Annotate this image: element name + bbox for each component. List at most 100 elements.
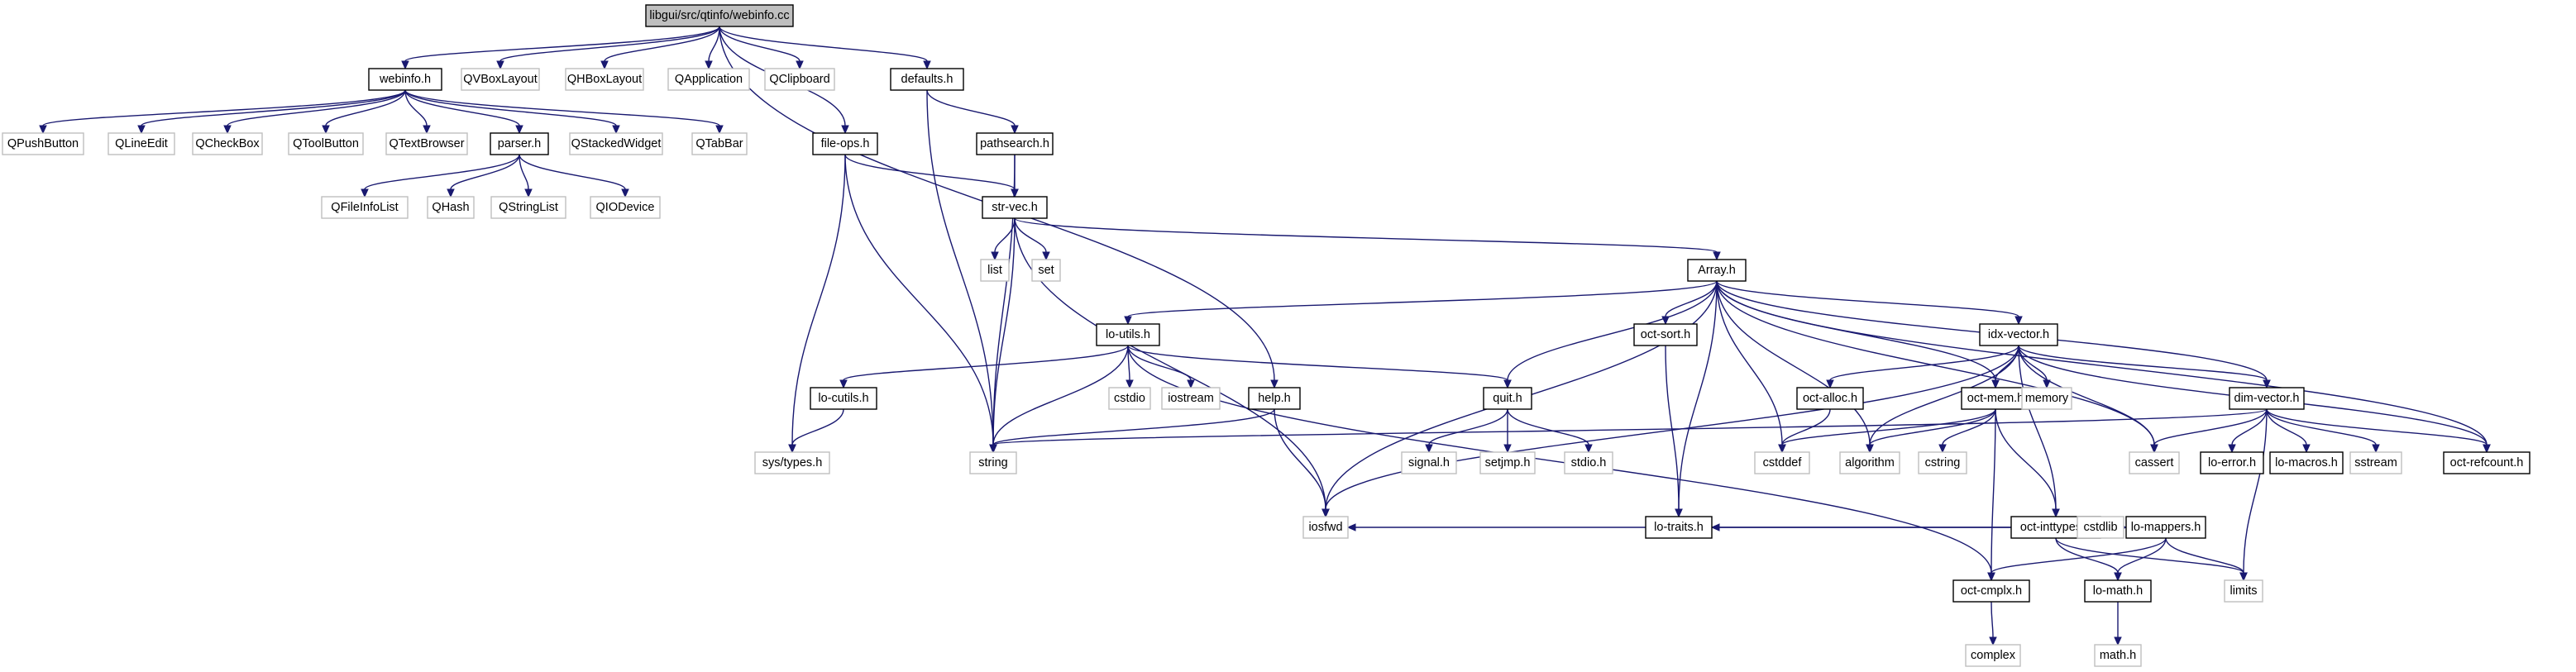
node-box bbox=[764, 68, 835, 91]
edge-line bbox=[1716, 280, 1996, 381]
node-QClipboard: QClipboard bbox=[764, 68, 835, 91]
arrowhead bbox=[1126, 379, 1134, 389]
edge-dim_vector_h-to-limits bbox=[2239, 408, 2268, 582]
edge-line bbox=[404, 26, 720, 62]
node-box bbox=[1952, 579, 2030, 603]
edge-line bbox=[1428, 408, 1508, 446]
node-lo-cutils-h[interactable]: lo-cutils.h bbox=[810, 387, 877, 410]
node-oct-sort-h[interactable]: oct-sort.h bbox=[1633, 323, 1698, 346]
edge-webinfo_h-to-QTabBar bbox=[404, 89, 724, 135]
edge-line bbox=[2018, 345, 2268, 381]
edge-oct_mem_h-to-oct_cmplx_h bbox=[1987, 408, 1996, 582]
node-lo-error-h[interactable]: lo-error.h bbox=[2200, 451, 2264, 474]
node-lo-utils-h[interactable]: lo-utils.h bbox=[1096, 323, 1160, 346]
node-label: sstream bbox=[2354, 456, 2397, 469]
node-box bbox=[976, 132, 1054, 155]
edge-line bbox=[2117, 537, 2167, 574]
node-math-h: math.h bbox=[2094, 644, 2142, 667]
node-box bbox=[2269, 451, 2344, 474]
node-label: lo-macros.h bbox=[2275, 456, 2338, 469]
edge-line bbox=[992, 217, 1016, 446]
edge-line bbox=[791, 408, 844, 446]
edge-line bbox=[1127, 345, 1508, 381]
node-lo-math-h[interactable]: lo-math.h bbox=[2084, 579, 2152, 603]
node-str-vec-h[interactable]: str-vec.h bbox=[982, 196, 1048, 219]
node-cstddef: cstddef bbox=[1754, 451, 1810, 474]
edge-dim_vector_h-to-oct_refcount_h bbox=[2266, 408, 2491, 454]
node-list: list bbox=[980, 259, 1010, 282]
node-box bbox=[1483, 387, 1532, 410]
node-box bbox=[1302, 516, 1349, 539]
node-label: iostream bbox=[1168, 392, 1214, 405]
edge-line bbox=[519, 154, 529, 190]
edge-line bbox=[791, 154, 846, 446]
node-parser-h[interactable]: parser.h bbox=[490, 132, 549, 155]
edge-line bbox=[719, 26, 928, 62]
node-defaults-h[interactable]: defaults.h bbox=[890, 68, 964, 91]
edge-Array_h-to-lo_traits_h bbox=[1675, 280, 1718, 518]
edge-line bbox=[1127, 280, 1718, 317]
edge-line bbox=[450, 154, 520, 190]
node-dim-vector-h[interactable]: dim-vector.h bbox=[2229, 387, 2305, 410]
edge-idx_vector_h-to-oct_mem_h bbox=[1991, 345, 2019, 389]
edge-line bbox=[2018, 345, 2155, 446]
node-label: cstddef bbox=[1763, 456, 1803, 469]
node-lo-traits-h[interactable]: lo-traits.h bbox=[1645, 516, 1713, 539]
edge-idx_vector_h-to-memory bbox=[2018, 345, 2051, 389]
node-oct-mem-h[interactable]: oct-mem.h bbox=[1961, 387, 2030, 410]
node-box bbox=[982, 196, 1048, 219]
edge-line bbox=[2231, 408, 2268, 446]
node-idx-vector-h[interactable]: idx-vector.h bbox=[1979, 323, 2058, 346]
arrowhead bbox=[524, 188, 533, 198]
edge-str_vec_h-to-set bbox=[1014, 217, 1050, 261]
node-box bbox=[2077, 516, 2124, 539]
arrowhead bbox=[1938, 444, 1947, 454]
node-box bbox=[1564, 451, 1613, 474]
edge-line bbox=[42, 89, 406, 126]
node-cstdlib: cstdlib bbox=[2077, 516, 2124, 539]
node-QStackedWidget: QStackedWidget bbox=[569, 132, 663, 155]
arrowhead bbox=[1675, 508, 1683, 518]
node-label: QVBoxLayout bbox=[463, 73, 537, 86]
edge-quit_h-to-signal_h bbox=[1425, 408, 1508, 454]
edge-line bbox=[844, 154, 994, 446]
edge-line bbox=[1995, 408, 2057, 510]
node-lo-mappers-h[interactable]: lo-mappers.h bbox=[2125, 516, 2206, 539]
node-label: help.h bbox=[1258, 392, 1291, 405]
arrowhead bbox=[2052, 508, 2060, 518]
node-Array-h[interactable]: Array.h bbox=[1687, 259, 1747, 282]
node-signal-h: signal.h bbox=[1401, 451, 1457, 474]
node-oct-cmplx-h[interactable]: oct-cmplx.h bbox=[1952, 579, 2030, 603]
edge-line bbox=[404, 89, 428, 126]
node-webinfo-h[interactable]: webinfo.h bbox=[368, 68, 442, 91]
node-label: oct-cmplx.h bbox=[1961, 584, 2022, 598]
edge-oct_inttypes_h-to-limits bbox=[2055, 537, 2248, 582]
node-quit-h[interactable]: quit.h bbox=[1483, 387, 1532, 410]
node-oct-refcount-h[interactable]: oct-refcount.h bbox=[2443, 451, 2531, 474]
node-file-ops-h[interactable]: file-ops.h bbox=[812, 132, 878, 155]
node-box bbox=[1633, 323, 1698, 346]
node-lo-macros-h[interactable]: lo-macros.h bbox=[2269, 451, 2344, 474]
arrowhead bbox=[1713, 251, 1721, 261]
node-label: string bbox=[978, 456, 1007, 469]
node-pathsearch-h[interactable]: pathsearch.h bbox=[976, 132, 1054, 155]
arrowhead bbox=[2014, 316, 2023, 326]
edge-defaults_h-to-pathsearch_h bbox=[926, 89, 1019, 135]
edge-line bbox=[1869, 408, 1996, 446]
edge-line bbox=[2055, 537, 2119, 574]
node-box bbox=[1918, 451, 1967, 474]
node-label: QFileInfoList bbox=[331, 201, 398, 214]
edge-oct_mem_h-to-cstddef bbox=[1778, 408, 1996, 454]
arrowhead bbox=[839, 379, 848, 389]
edge-dim_vector_h-to-lo_error_h bbox=[2228, 408, 2268, 454]
arrowhead bbox=[1778, 444, 1786, 454]
node-oct-alloc-h[interactable]: oct-alloc.h bbox=[1796, 387, 1864, 410]
node-QToolButton: QToolButton bbox=[288, 132, 364, 155]
edge-lo_utils_h-to-string bbox=[989, 345, 1129, 454]
edge-lo_mappers_h-to-limits bbox=[2165, 537, 2248, 582]
node-box bbox=[980, 259, 1010, 282]
node-label: QTextBrowser bbox=[389, 137, 464, 150]
node-help-h[interactable]: help.h bbox=[1248, 387, 1301, 410]
edge-root-to-QHBoxLayout bbox=[600, 26, 720, 70]
